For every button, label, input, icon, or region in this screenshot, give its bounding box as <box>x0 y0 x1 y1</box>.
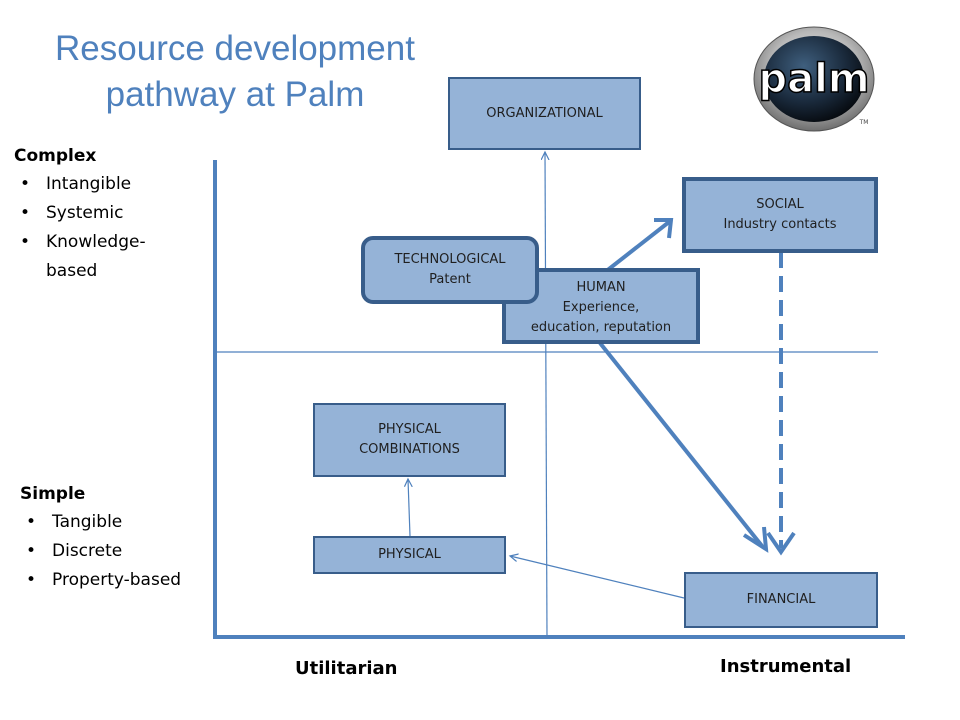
complex-item: Systemic <box>20 199 146 228</box>
human-to-social-arrow <box>598 220 671 278</box>
simple-item: Tangible <box>26 508 181 537</box>
human-to-financial-arrow <box>598 341 764 548</box>
complex-heading: Complex <box>14 146 97 166</box>
complex-list: Complex Intangible Systemic Knowledge- b… <box>14 144 146 286</box>
financial-box: FINANCIAL <box>684 572 878 628</box>
x-axis-label-instrumental: Instrumental <box>720 656 852 677</box>
simple-heading: Simple <box>20 484 86 504</box>
slide-title: Resource development pathway at Palm <box>40 26 430 118</box>
palm-logo: palm TM <box>753 26 875 132</box>
vertical-divider-arrow <box>545 152 547 638</box>
title-line-2: pathway at Palm <box>105 75 365 114</box>
complex-item: Knowledge- <box>20 228 145 257</box>
social-box: SOCIAL Industry contacts <box>682 177 878 253</box>
complex-item-continued: based <box>46 261 98 281</box>
complex-item: Intangible <box>20 170 146 199</box>
x-axis-label-utilitarian: Utilitarian <box>295 658 398 679</box>
svg-text:palm: palm <box>758 56 869 102</box>
simple-list: Simple Tangible Discrete Property-based <box>20 482 181 595</box>
physical-combinations-box: PHYSICAL COMBINATIONS <box>313 403 506 477</box>
technological-box: TECHNOLOGICAL Patent <box>361 236 539 304</box>
svg-text:TM: TM <box>859 119 869 126</box>
physical-box: PHYSICAL <box>313 536 506 574</box>
simple-item: Property-based <box>26 566 181 595</box>
physical-to-combinations-arrow <box>408 479 410 537</box>
organizational-box: ORGANIZATIONAL <box>448 77 641 150</box>
financial-to-physical-arrow <box>510 556 685 599</box>
title-line-1: Resource development <box>55 29 415 68</box>
simple-item: Discrete <box>26 537 181 566</box>
